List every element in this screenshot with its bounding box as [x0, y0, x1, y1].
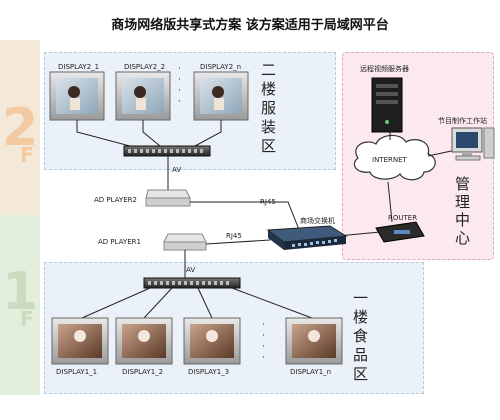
video-server-label: 远程视频服务器: [360, 65, 409, 73]
display-1-2-label: DISPLAY1_2: [122, 368, 164, 376]
display-2-2-label: DISPLAY2_2: [124, 63, 166, 71]
production-workstation: [451, 127, 495, 161]
display-1-ellipsis: · · · ·: [262, 320, 265, 363]
video-server: [371, 77, 403, 133]
management-center-label: 管理中心: [453, 176, 471, 248]
floor-1-area-label: 一楼食品区: [351, 290, 369, 385]
ad-player-2-label: AD PLAYER2: [94, 196, 137, 204]
display-2-1: [49, 71, 105, 121]
display-2-ellipsis: · · · ·: [178, 64, 181, 107]
av-label-2f: AV: [172, 166, 182, 174]
internet-label: INTERNET: [372, 156, 407, 164]
diagram-title: 商场网络版共享式方案 该方案适用于局域网平台: [111, 18, 389, 33]
rj45-label-bottom: RJ45: [226, 232, 242, 240]
av-distributor-1f: [143, 277, 241, 289]
mall-switch: [266, 225, 348, 250]
floor-2-number: 2: [2, 98, 39, 158]
floor-2-band: [0, 40, 40, 215]
display-2-n-label: DISPLAY2_n: [200, 63, 242, 71]
ad-player-2: [145, 189, 191, 207]
ad-player-1-label: AD PLAYER1: [98, 238, 141, 246]
display-1-1-label: DISPLAY1_1: [56, 368, 98, 376]
floor-2-letter: F: [20, 143, 34, 167]
display-2-1-label: DISPLAY2_1: [58, 63, 100, 71]
floor-1-band: [0, 215, 40, 395]
display-1-n-label: DISPLAY1_n: [290, 368, 332, 376]
switch-label: 商场交换机: [300, 217, 335, 225]
display-1-3-label: DISPLAY1_3: [188, 368, 230, 376]
ad-player-1: [163, 233, 207, 251]
router-label: ROUTER: [388, 214, 418, 222]
floor-1-number: 1: [2, 262, 39, 322]
display-1-n: [285, 317, 343, 365]
display-1-1: [51, 317, 109, 365]
display-1-2: [115, 317, 173, 365]
router: [375, 221, 425, 243]
internet-cloud: [353, 134, 436, 181]
display-1-3: [183, 317, 241, 365]
av-label-1f: AV: [186, 266, 196, 274]
rj45-label-top: RJ45: [260, 198, 276, 206]
workstation-label: 节目制作工作站: [438, 117, 487, 125]
display-2-2: [115, 71, 171, 121]
display-2-n: [193, 71, 249, 121]
floor-2-area-label: 二楼服装区: [259, 62, 277, 157]
av-distributor-2f: [123, 145, 211, 157]
floor-1-letter: F: [20, 307, 34, 331]
